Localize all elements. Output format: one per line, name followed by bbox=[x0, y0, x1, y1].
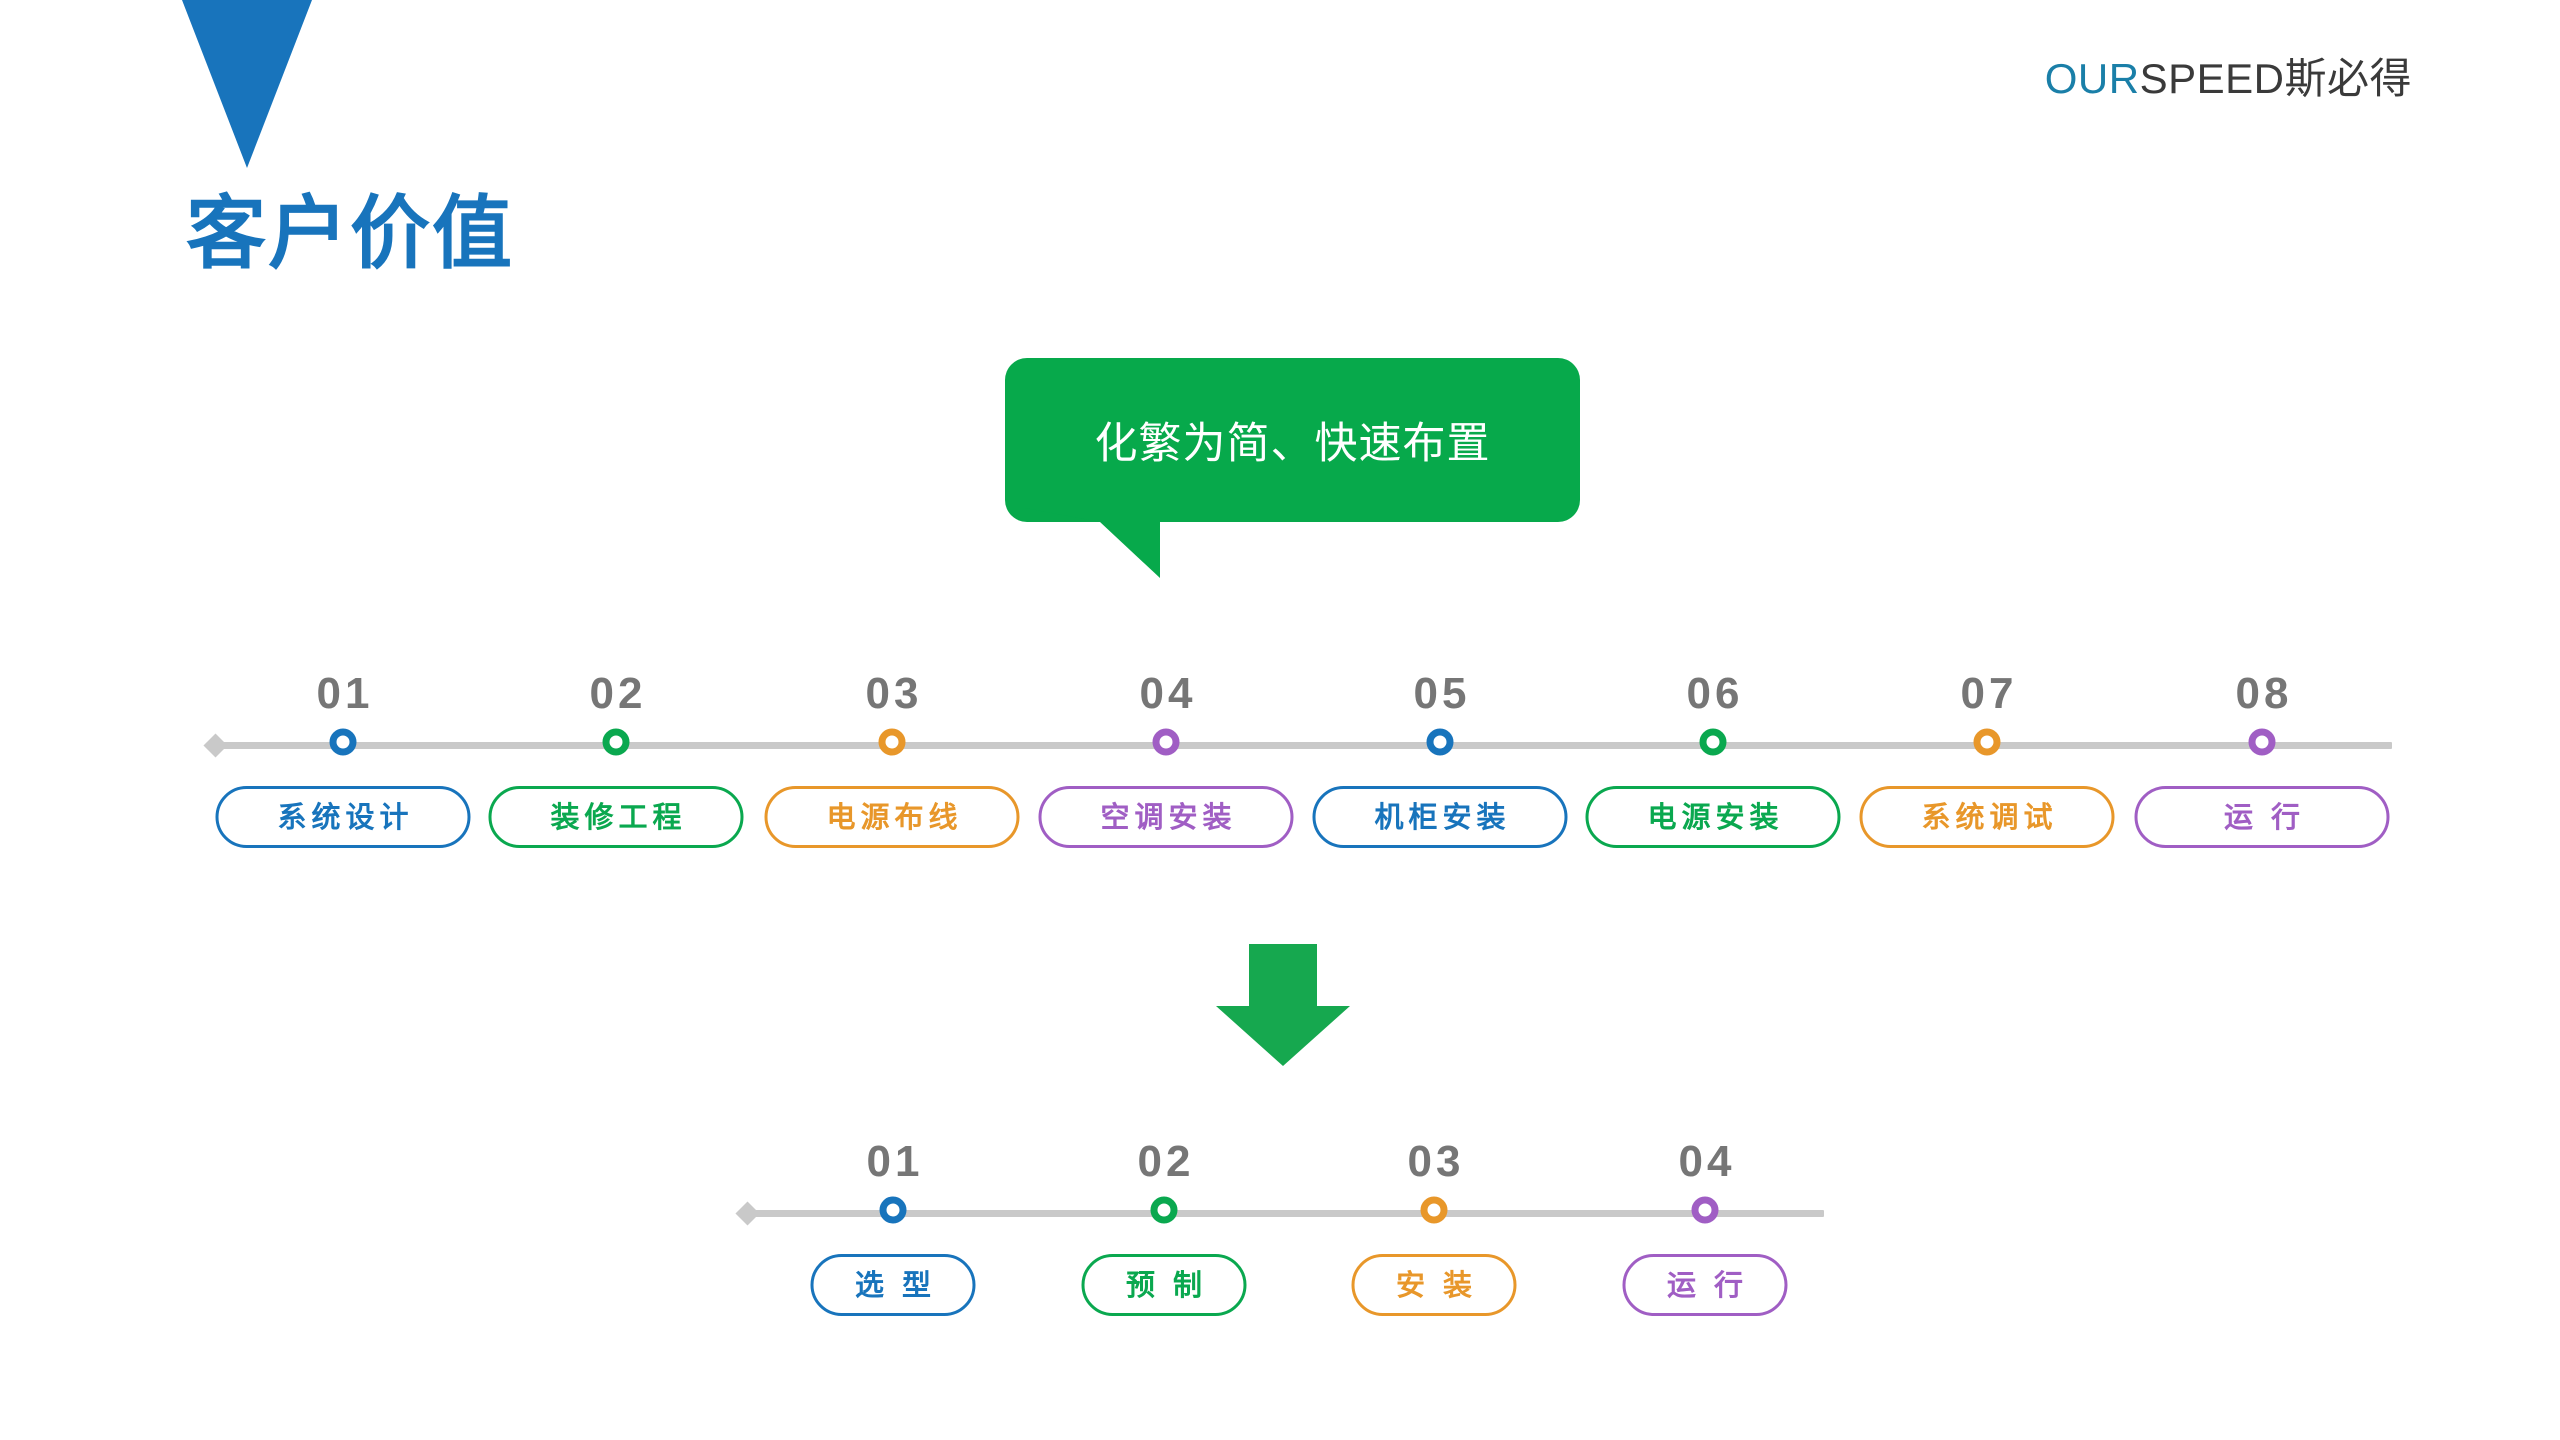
timeline-step-number: 05 bbox=[1413, 669, 1471, 718]
timeline-step-number: 04 bbox=[1139, 669, 1197, 718]
timeline-step-label-pill[interactable]: 运 行 bbox=[2134, 786, 2390, 848]
callout-bubble-tail bbox=[1025, 508, 1160, 578]
timeline-start-diamond-icon bbox=[203, 733, 228, 758]
callout-bubble-text: 化繁为简、快速布置 bbox=[1094, 420, 1491, 468]
timeline-step-number: 03 bbox=[1407, 1137, 1465, 1186]
brand-logo-rest: SPEED斯必得 bbox=[2139, 55, 2412, 102]
timeline-step-number: 01 bbox=[866, 1137, 924, 1186]
timeline-step-marker-icon[interactable] bbox=[1973, 728, 2001, 756]
timeline-step-number: 02 bbox=[1137, 1137, 1195, 1186]
timeline-step-label-pill[interactable]: 系统调试 bbox=[1859, 786, 2115, 848]
timeline-step-label-pill[interactable]: 系统设计 bbox=[215, 786, 471, 848]
timeline-step-label-pill[interactable]: 装修工程 bbox=[488, 786, 744, 848]
timeline-step-label-pill[interactable]: 安 装 bbox=[1351, 1254, 1517, 1316]
timeline-step-number: 07 bbox=[1960, 669, 2018, 718]
down-arrow-icon bbox=[1216, 944, 1350, 1066]
timeline-start-diamond-icon bbox=[735, 1201, 760, 1226]
timeline-step-label-pill[interactable]: 电源布线 bbox=[764, 786, 1020, 848]
timeline-step-label-pill[interactable]: 空调安装 bbox=[1038, 786, 1294, 848]
brand-logo-highlight: OUR bbox=[2044, 55, 2140, 102]
timeline-step-marker-icon[interactable] bbox=[878, 728, 906, 756]
timeline-step-marker-icon[interactable] bbox=[602, 728, 630, 756]
timeline-step-marker-icon[interactable] bbox=[1152, 728, 1180, 756]
triangle-down-icon bbox=[182, 0, 312, 168]
timeline-step-marker-icon[interactable] bbox=[1426, 728, 1454, 756]
timeline-step-label-pill[interactable]: 电源安装 bbox=[1585, 786, 1841, 848]
timeline-step-number: 06 bbox=[1686, 669, 1744, 718]
timeline-axis-line bbox=[208, 742, 2392, 749]
timeline-step-marker-icon[interactable] bbox=[1699, 728, 1727, 756]
timeline-step-label-pill[interactable]: 预 制 bbox=[1081, 1254, 1247, 1316]
timeline-step-number: 01 bbox=[316, 669, 374, 718]
timeline-step-marker-icon[interactable] bbox=[879, 1196, 907, 1224]
timeline-step-number: 08 bbox=[2235, 669, 2293, 718]
timeline-step-number: 04 bbox=[1678, 1137, 1736, 1186]
callout-bubble: 化繁为简、快速布置 bbox=[1005, 358, 1580, 578]
timeline-step-marker-icon[interactable] bbox=[329, 728, 357, 756]
timeline-step-label-pill[interactable]: 运 行 bbox=[1622, 1254, 1788, 1316]
brand-logo: OURSPEED斯必得 bbox=[2045, 58, 2412, 100]
timeline-step-marker-icon[interactable] bbox=[2248, 728, 2276, 756]
timeline-step-marker-icon[interactable] bbox=[1420, 1196, 1448, 1224]
timeline-axis-line bbox=[740, 1210, 1824, 1217]
timeline-step-marker-icon[interactable] bbox=[1691, 1196, 1719, 1224]
timeline-step-label-pill[interactable]: 选 型 bbox=[810, 1254, 976, 1316]
timeline-step-number: 03 bbox=[865, 669, 923, 718]
timeline-step-marker-icon[interactable] bbox=[1150, 1196, 1178, 1224]
timeline-step-label-pill[interactable]: 机柜安装 bbox=[1312, 786, 1568, 848]
callout-bubble-body bbox=[1005, 358, 1580, 522]
page-title: 客户价值 bbox=[186, 189, 514, 278]
timeline-step-number: 02 bbox=[589, 669, 647, 718]
